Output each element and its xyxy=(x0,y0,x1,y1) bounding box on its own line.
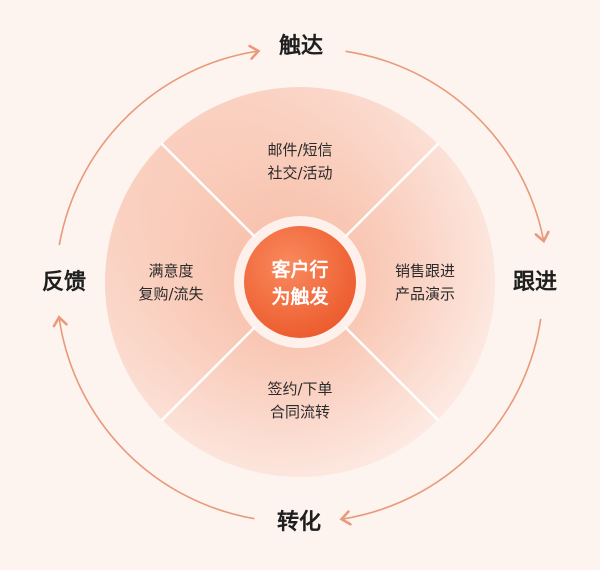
center-label-line1: 客户行 xyxy=(271,258,328,281)
flow-arrow-bottom-to-left xyxy=(52,315,255,520)
flow-arrow-top-to-right xyxy=(345,50,550,244)
segment-top-line2: 社交/活动 xyxy=(267,164,332,182)
stage-label-left: 反馈 xyxy=(42,269,86,295)
flow-arrow-right-to-bottom xyxy=(339,318,542,526)
segment-right-line1: 销售跟进 xyxy=(395,262,455,280)
flow-arrow-left-to-top xyxy=(58,44,261,246)
center-circle xyxy=(244,226,356,338)
segment-dividers xyxy=(160,142,440,422)
center-label-line2: 为触发 xyxy=(271,285,329,308)
stage-label-right: 跟进 xyxy=(513,270,557,295)
segment-left-line1: 满意度 xyxy=(148,262,193,280)
stage-label-top: 触达 xyxy=(279,33,323,59)
segment-top-line1: 邮件/短信 xyxy=(267,141,332,159)
segment-left-line2: 复购/流失 xyxy=(138,285,203,303)
segment-right-line2: 产品演示 xyxy=(395,285,455,303)
segment-bottom-line1: 签约/下单 xyxy=(267,380,332,398)
segment-bottom-line2: 合同流转 xyxy=(270,403,330,421)
stage-label-bottom: 转化 xyxy=(277,509,321,535)
